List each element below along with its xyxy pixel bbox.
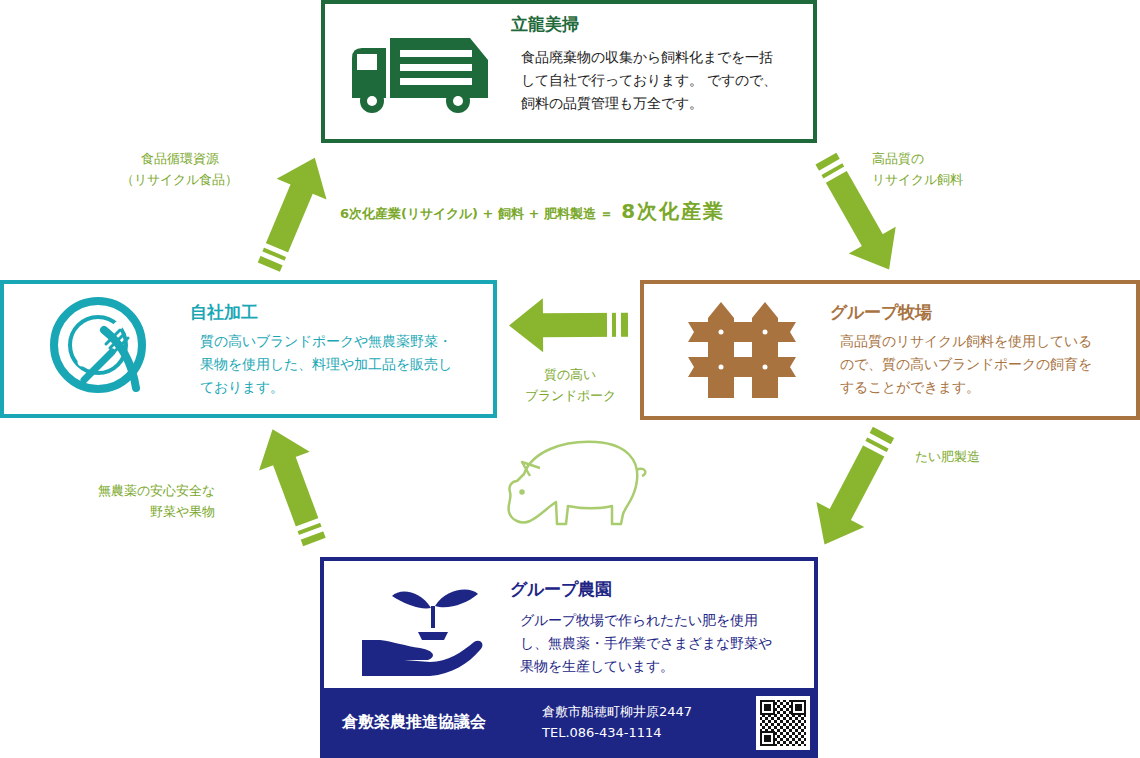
sprout-hand-icon xyxy=(362,590,482,676)
qr-code xyxy=(756,696,810,750)
arrow-shaft xyxy=(284,459,315,542)
arrow-stripes xyxy=(839,432,883,516)
connector-label: 質の高い ブランドポーク xyxy=(515,364,625,406)
arrow-stripes xyxy=(284,459,315,542)
arrow-head xyxy=(816,502,864,545)
truck-icon xyxy=(352,38,488,113)
arrow-stripes xyxy=(541,312,628,338)
arrow-shaft xyxy=(839,432,883,516)
flow-arrow xyxy=(816,432,883,544)
box-body: グループ牧場で作られたたい肥を使用 し、無農薬・手作業でさまざまな野菜や 果物を… xyxy=(520,609,782,678)
box-heading: グループ牧場 xyxy=(830,300,1030,324)
arrow-head xyxy=(509,298,543,352)
connector-label: たい肥製造 xyxy=(915,446,1015,467)
box-heading: 倉敷楽農推進協議会 xyxy=(342,710,532,734)
box-heading: 立龍美掃 xyxy=(511,12,711,36)
arrow-stripes xyxy=(269,187,303,267)
connector-label: 高品質の リサイクル飼料 xyxy=(872,148,982,190)
box-heading: グループ農園 xyxy=(510,577,710,601)
box-heading: 自社加工 xyxy=(190,300,390,324)
formula-text: 6次化産業(リサイクル) + 飼料 + 肥料製造 ＝ xyxy=(340,205,613,223)
box-body: 倉敷市船穂町柳井原2447 TEL.086-434-1114 xyxy=(542,701,714,743)
connector-label: 無農薬の安心安全な 野菜や果物 xyxy=(70,480,215,522)
center-formula: 6次化産業(リサイクル) + 飼料 + 肥料製造 ＝ 8次化産業 xyxy=(340,198,725,225)
box-body: 質の高いブランドポークや無農薬野菜・ 果物を使用した、料理や加工品を販売し てお… xyxy=(200,330,462,399)
company-box: 立龍美掃食品廃棄物の収集から飼料化までを一括 して自社で行っております。 ですの… xyxy=(321,0,817,143)
farm-box: 倉敷楽農推進協議会倉敷市船穂町柳井原2447 TEL.086-434-1114 グ… xyxy=(320,557,818,758)
arrow-head xyxy=(277,158,327,200)
flow-arrow xyxy=(509,298,628,352)
formula-text: 8次化産業 xyxy=(621,198,725,225)
plate-icon xyxy=(54,301,142,389)
arrow-shaft xyxy=(541,313,628,337)
connector-label: 食品循環資源 （リサイクル食品） xyxy=(112,148,247,190)
arrow-shaft xyxy=(826,159,873,242)
flow-arrow xyxy=(259,429,314,542)
box-body: 高品質のリサイクル飼料を使用している ので、質の高いブランドポークの飼育を する… xyxy=(840,330,1102,399)
arrow-stripes xyxy=(826,159,873,242)
ranch-box: グループ牧場高品質のリサイクル飼料を使用している ので、質の高いブランドポークの… xyxy=(640,280,1140,420)
box-body: 食品廃棄物の収集から飼料化までを一括 して自社で行っております。 ですので、飼料… xyxy=(521,46,783,115)
arrow-head xyxy=(259,429,310,470)
flow-arrow xyxy=(269,158,327,267)
arrow-head xyxy=(849,227,896,270)
arrow-shaft xyxy=(269,187,303,267)
fence-icon xyxy=(688,302,796,398)
processing-box: 自社加工質の高いブランドポークや無農薬野菜・ 果物を使用した、料理や加工品を販売… xyxy=(0,280,497,418)
pig-illustration xyxy=(509,442,646,524)
council-band: 倉敷楽農推進協議会倉敷市船穂町柳井原2447 TEL.086-434-1114 xyxy=(324,688,814,758)
